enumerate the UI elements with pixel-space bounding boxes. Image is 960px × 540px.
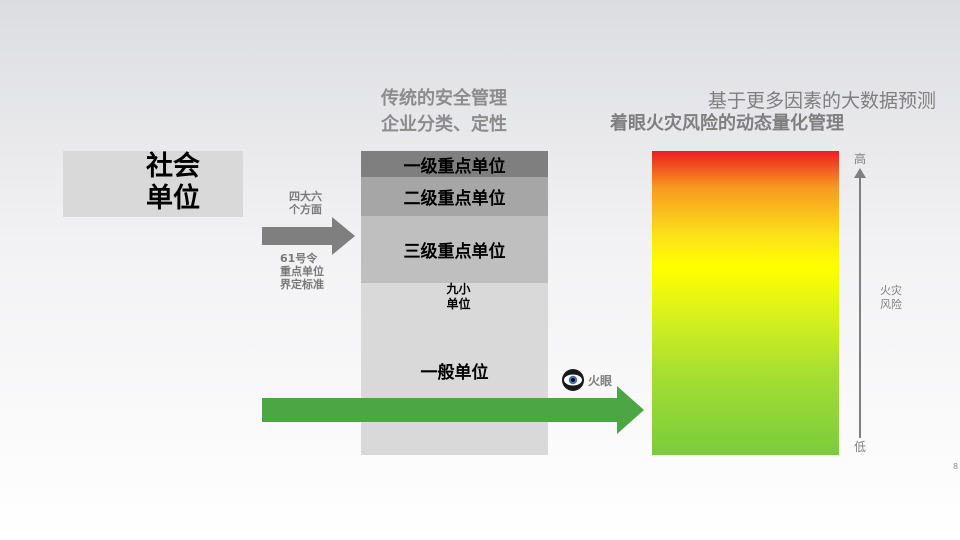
social-unit-label: 社会 单位 <box>146 151 200 214</box>
arrow-label-bottom: 61号令重点单位 界定标准 <box>280 252 324 291</box>
level-2-unit: 二级重点单位 <box>361 177 548 216</box>
scale-high-label: 高 <box>854 152 867 166</box>
traditional-title: 传统的安全管理 企业分类、定性 <box>381 88 507 135</box>
level-1-unit: 一级重点单位 <box>361 151 548 177</box>
scale-low-label: 低 <box>854 440 867 454</box>
up-arrow <box>854 168 866 438</box>
page-number: 8 <box>953 462 959 471</box>
eye-label: 火眼 <box>588 374 613 388</box>
nine-small-units: 九小 单位 <box>446 282 471 311</box>
arrow-label-top: 四大六个方面 <box>289 190 322 216</box>
grey-arrow <box>262 217 355 255</box>
risk-gradient-bar <box>652 151 839 455</box>
bigdata-title: 基于更多因素的大数据预测 <box>708 90 937 112</box>
general-unit: 一般单位 <box>420 363 489 383</box>
green-arrow <box>262 386 644 434</box>
fire-risk-label: 火灾风险 <box>880 284 902 311</box>
level-rest-block <box>361 283 548 455</box>
focus-title: 着眼火灾风险的动态量化管理 <box>610 113 844 134</box>
social-unit-box <box>63 151 243 217</box>
eye-icon <box>562 369 584 391</box>
level-3-unit: 三级重点单位 <box>361 216 548 283</box>
